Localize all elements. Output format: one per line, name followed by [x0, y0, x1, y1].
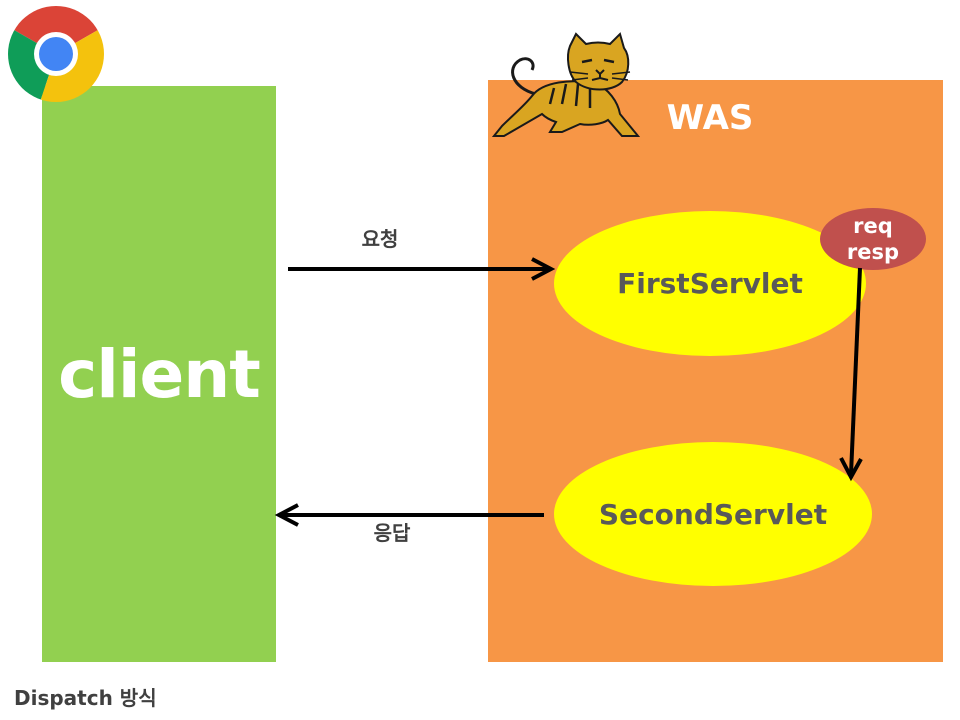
tomcat-icon — [492, 32, 641, 137]
second-servlet: SecondServlet — [554, 442, 872, 586]
request-label: 요청 — [361, 227, 399, 251]
client-label: client — [58, 336, 261, 413]
diagram-caption: Dispatch 방식 — [14, 686, 157, 710]
first-servlet-label: FirstServlet — [617, 267, 803, 300]
request-arrow — [288, 257, 556, 281]
dispatch-arrow — [839, 267, 863, 482]
client-box — [42, 86, 276, 662]
response-arrow — [274, 503, 544, 527]
chrome-icon — [8, 6, 104, 102]
req-label: req — [853, 214, 893, 238]
resp-label: resp — [846, 240, 900, 264]
first-servlet: FirstServlet — [554, 211, 866, 356]
was-label: WAS — [666, 98, 754, 138]
response-label: 응답 — [373, 521, 411, 545]
second-servlet-label: SecondServlet — [598, 497, 828, 531]
req-resp-badge: req resp — [820, 208, 926, 270]
